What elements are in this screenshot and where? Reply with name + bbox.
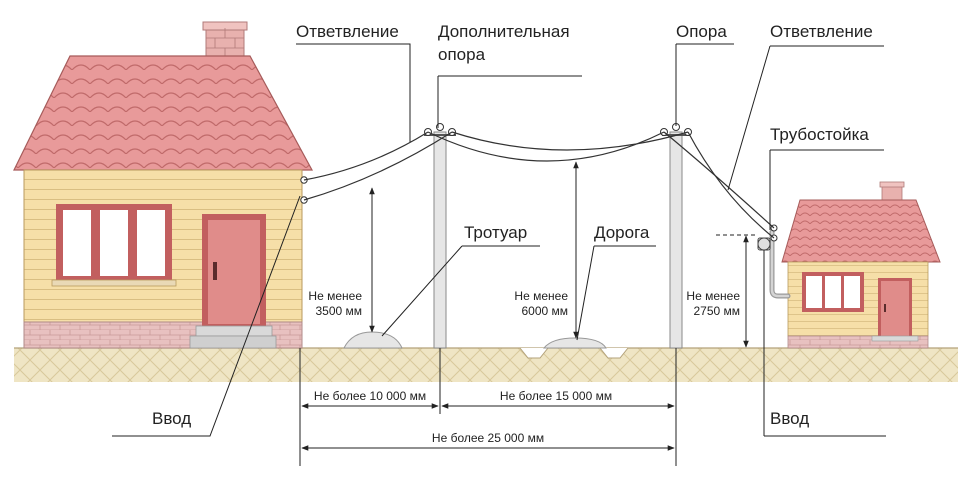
span-total-label: Не более 25 000 мм (432, 431, 544, 445)
ground (14, 347, 958, 382)
leader-lines (112, 43, 886, 437)
height-left-line2: 3500 мм (315, 304, 362, 318)
power-wires (303, 131, 775, 239)
extra-pole (424, 123, 456, 349)
label-pipe-stand: Трубостойка (770, 125, 869, 144)
label-extra-pole-line2: опора (438, 45, 486, 64)
label-entry-left: Ввод (152, 409, 191, 428)
height-left-line1: Не менее (308, 289, 362, 303)
span-1-label: Не более 10 000 мм (314, 389, 426, 403)
height-right-line2: 2750 мм (693, 304, 740, 318)
road-mound (542, 337, 607, 349)
height-middle-line1: Не менее (514, 289, 568, 303)
label-entry-right: Ввод (770, 409, 809, 428)
label-sidewalk: Тротуар (464, 223, 527, 242)
height-dimensions (369, 161, 756, 348)
label-branch-right: Ответвление (770, 22, 873, 41)
label-branch-left: Ответвление (296, 22, 399, 41)
height-middle-line2: 6000 мм (521, 304, 568, 318)
label-pole: Опора (676, 22, 727, 41)
height-right-line1: Не менее (686, 289, 740, 303)
label-extra-pole-line1: Дополнительная (438, 22, 570, 41)
main-pole (660, 123, 692, 349)
left-house (13, 21, 314, 349)
label-road: Дорога (594, 223, 650, 242)
span-dimensions (299, 348, 677, 466)
span-2-label: Не более 15 000 мм (500, 389, 612, 403)
right-house (757, 181, 941, 349)
sidewalk-mound (343, 331, 403, 349)
